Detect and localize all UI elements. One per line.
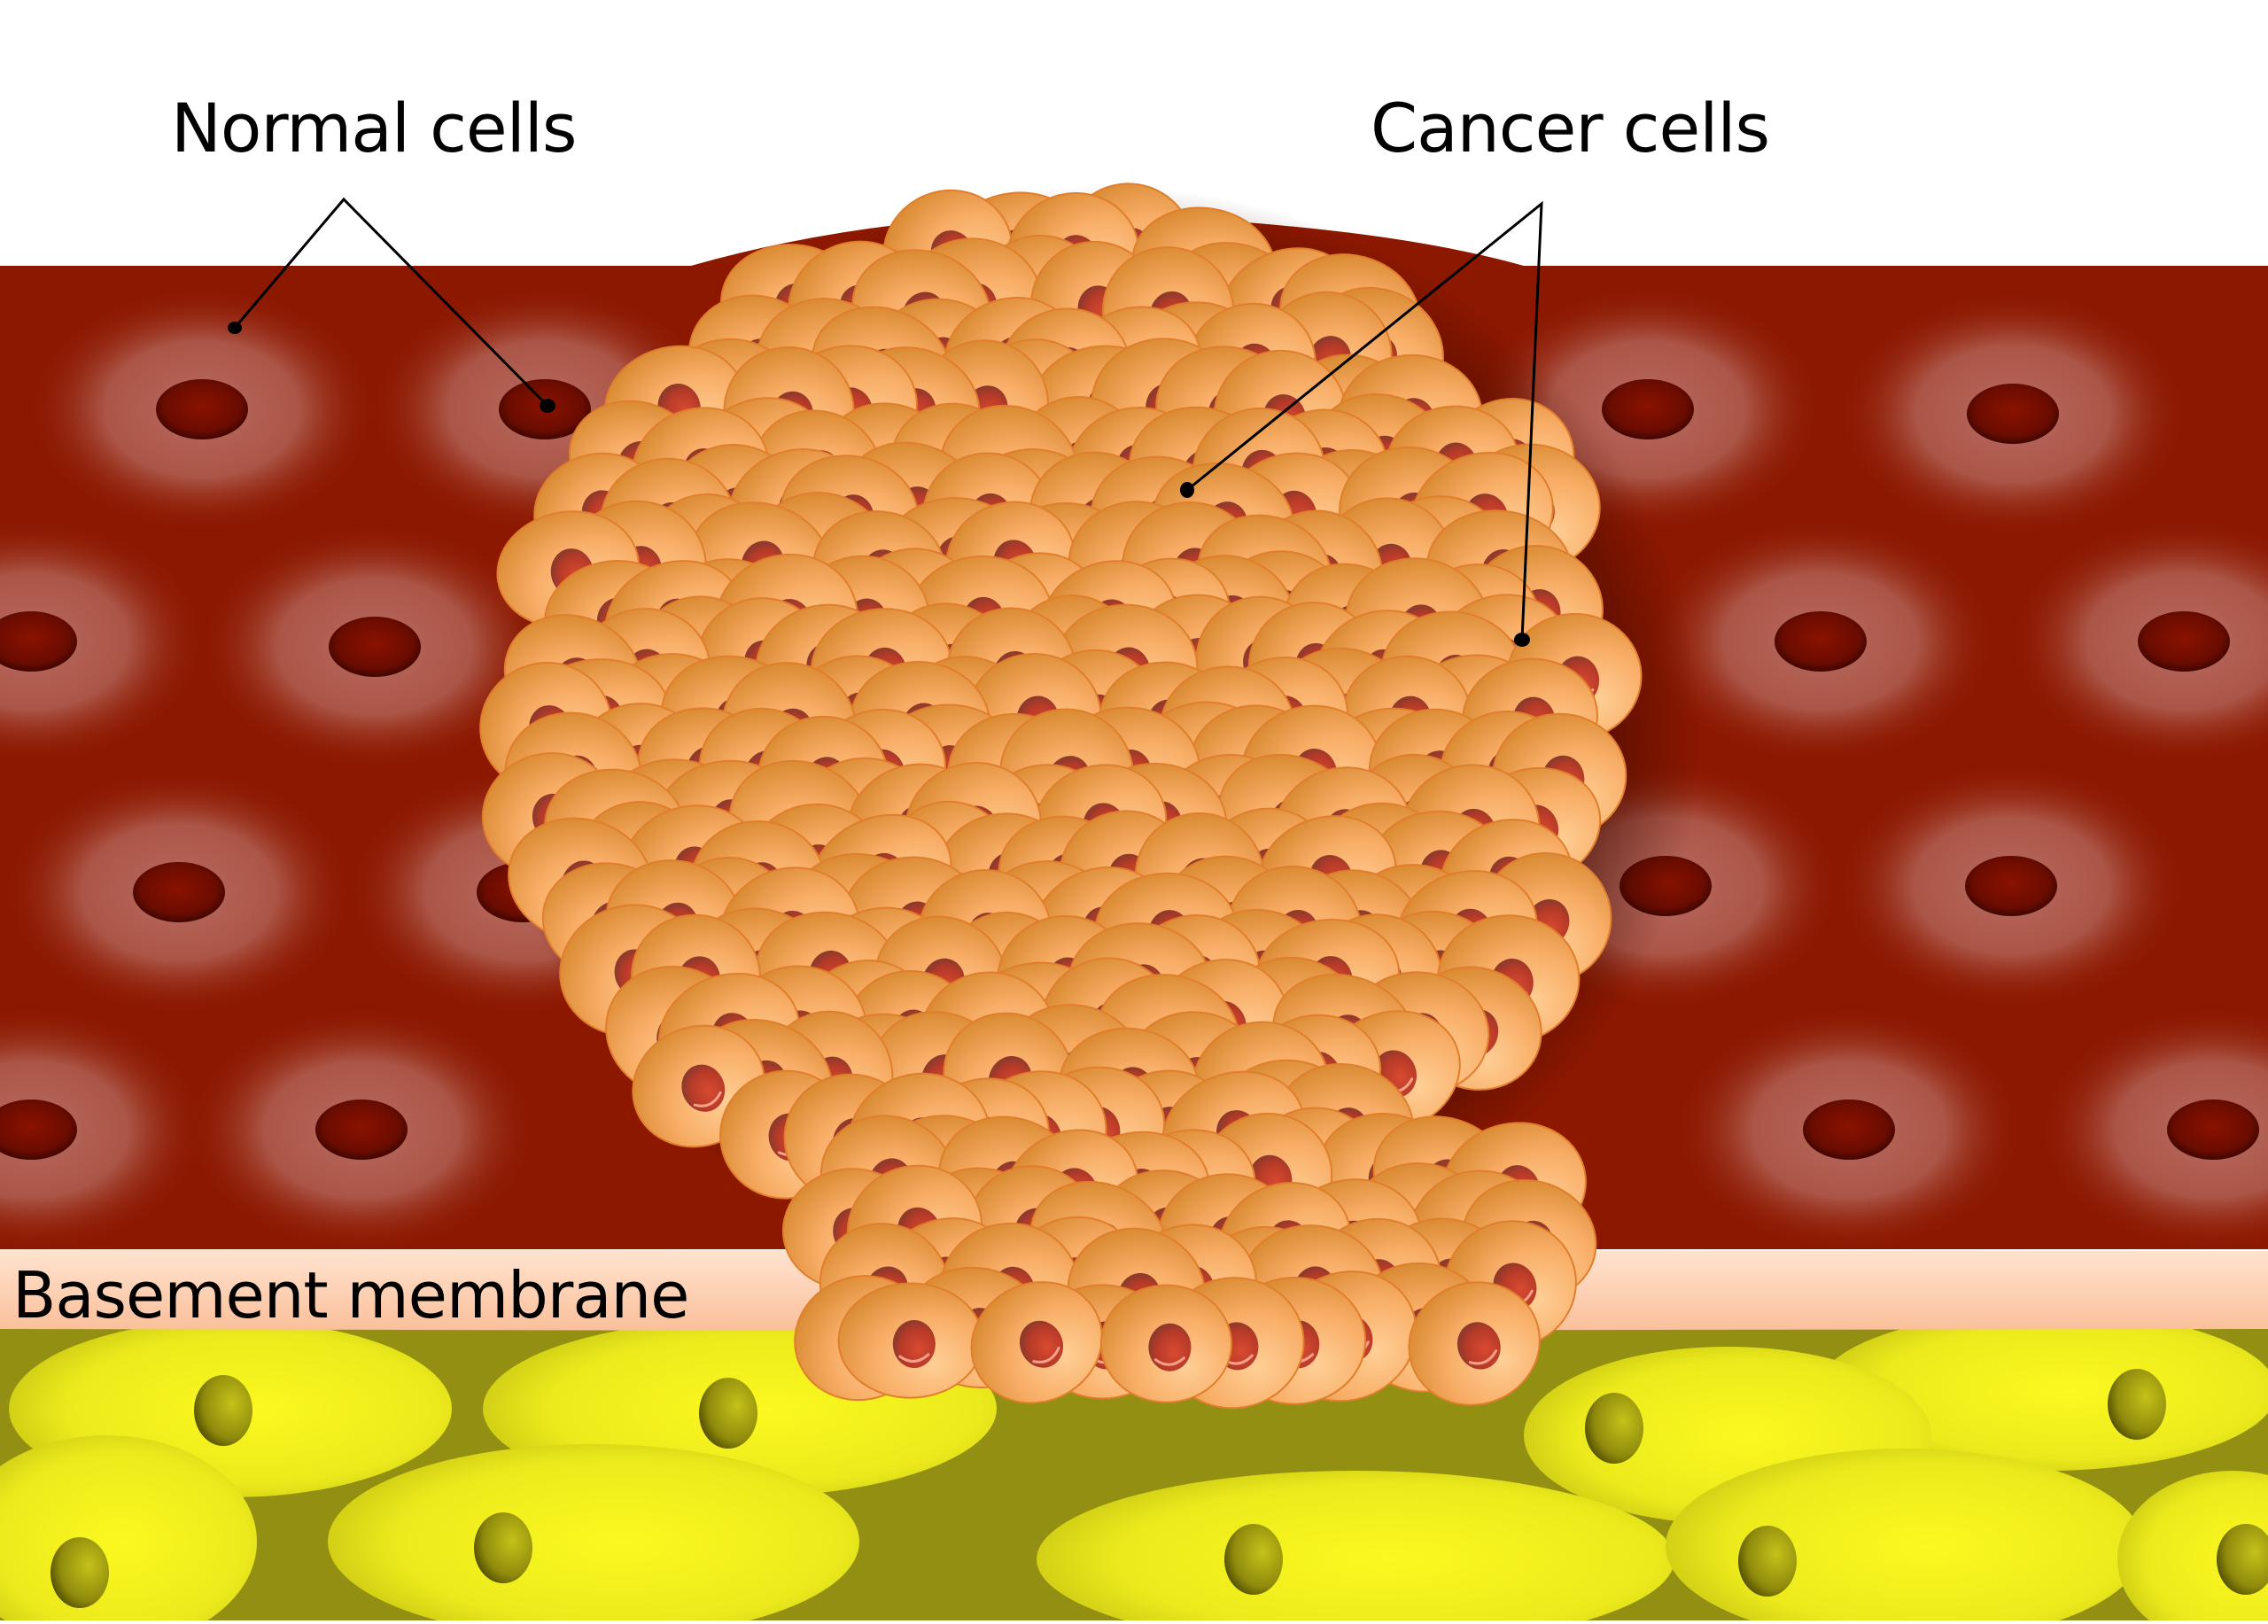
cancer-cell bbox=[1099, 1284, 1233, 1403]
normal-cell-nucleus bbox=[1965, 856, 2057, 916]
normal-cell-nucleus bbox=[156, 379, 248, 439]
stroma-cell-nucleus bbox=[699, 1378, 757, 1449]
normal-cell-nucleus bbox=[315, 1100, 408, 1160]
stroma-cell-nucleus bbox=[2108, 1369, 2166, 1440]
stroma-cell bbox=[1037, 1471, 1674, 1624]
stroma-cell-nucleus bbox=[2217, 1524, 2268, 1595]
normal-cell-nucleus bbox=[1967, 384, 2059, 444]
cancer-cells-label: Cancer cells bbox=[1371, 89, 1770, 167]
normal-cell-nucleus bbox=[0, 611, 77, 672]
cancer-cells-leader bbox=[1186, 200, 1543, 641]
normal-cell-nucleus bbox=[2167, 1100, 2259, 1160]
normal-cell-nucleus bbox=[1602, 379, 1694, 439]
leader-dots bbox=[228, 322, 1530, 647]
leader-dot bbox=[1180, 482, 1194, 498]
leader-dot bbox=[540, 399, 555, 413]
cancer-cell bbox=[970, 1281, 1103, 1404]
cancer-cell bbox=[1408, 1281, 1541, 1406]
leader-lines bbox=[233, 197, 1543, 641]
leader-dot bbox=[228, 322, 242, 334]
basement-membrane-label: Basement membrane bbox=[12, 1258, 689, 1333]
stroma-cell-nucleus bbox=[1585, 1393, 1643, 1464]
leader-dot bbox=[1514, 633, 1530, 647]
cancer-cell bbox=[837, 1282, 984, 1399]
normal-cells-leader bbox=[233, 197, 549, 408]
normal-cell-nucleus bbox=[2138, 611, 2230, 672]
normal-cell-nucleus bbox=[1775, 611, 1867, 672]
normal-cell-nucleus bbox=[1803, 1100, 1895, 1160]
stroma-cell-nucleus bbox=[474, 1512, 532, 1583]
normal-cell-nucleus bbox=[133, 862, 225, 922]
normal-cell-nucleus bbox=[329, 617, 421, 677]
stroma-cell-nucleus bbox=[1224, 1524, 1283, 1595]
tumor-mass bbox=[479, 183, 1643, 1410]
normal-cells-label: Normal cells bbox=[171, 89, 578, 167]
normal-cell-nucleus bbox=[0, 1100, 77, 1160]
stroma-cell-nucleus bbox=[1738, 1526, 1797, 1597]
stroma-cell-nucleus bbox=[50, 1537, 109, 1608]
stroma-cell-nucleus bbox=[194, 1375, 252, 1446]
stroma-cell bbox=[328, 1444, 859, 1624]
